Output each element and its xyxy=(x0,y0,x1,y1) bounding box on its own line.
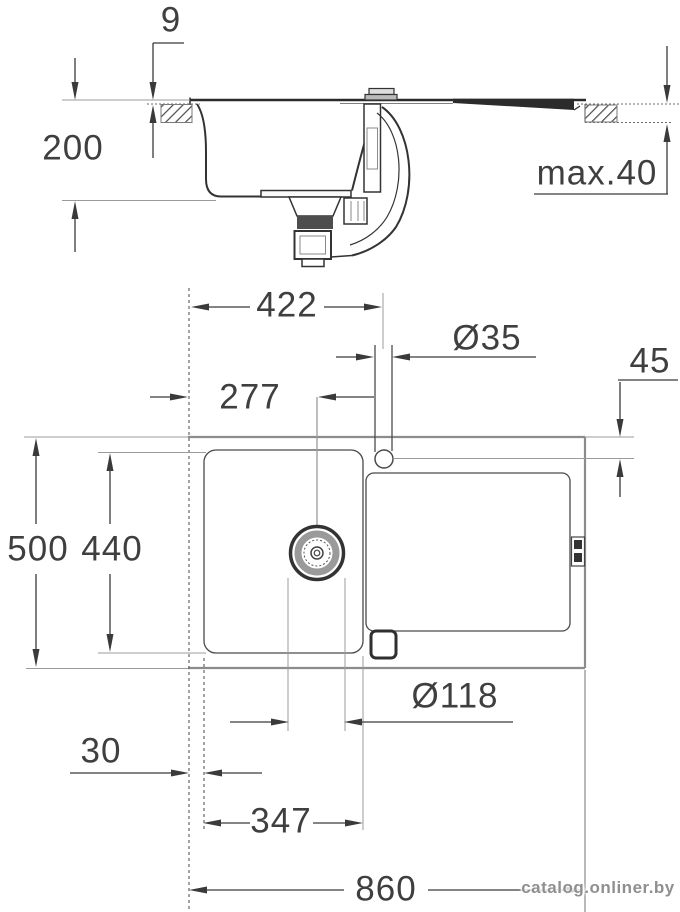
overflow-hose xyxy=(351,106,411,257)
dim-label-422: 422 xyxy=(256,285,318,325)
dim-label-o35: Ø35 xyxy=(452,318,522,358)
dim-422-lines xyxy=(191,303,382,311)
dim-label-max40: max.40 xyxy=(536,153,658,193)
dim-label-9: 9 xyxy=(160,0,182,40)
bowl-outline xyxy=(203,449,364,654)
dim-9-lines xyxy=(149,42,184,158)
countertop-section-left xyxy=(147,103,200,123)
dim-label-500: 500 xyxy=(7,529,69,569)
dim-277-lines xyxy=(150,393,374,401)
overflow-slot xyxy=(570,536,586,567)
strainer-basket xyxy=(297,216,333,229)
plan-view xyxy=(24,288,678,912)
extension-lines xyxy=(24,293,634,912)
dim-label-860: 860 xyxy=(355,869,417,909)
drain-flange xyxy=(260,189,352,198)
overflow-connector xyxy=(343,197,368,225)
countertop-section-right xyxy=(577,103,680,123)
dim-max40-lines xyxy=(534,46,671,195)
sink-section-profile xyxy=(189,97,586,198)
dim-label-200: 200 xyxy=(42,128,104,168)
drainboard-outline xyxy=(365,472,571,632)
drain-assembly-side xyxy=(287,87,411,268)
dim-860-lines xyxy=(189,886,584,894)
watermark: catalog.onliner.by xyxy=(521,878,675,897)
dim-200-lines xyxy=(62,58,216,252)
dim-347-lines xyxy=(203,819,363,827)
bowl-left-wall xyxy=(196,103,266,198)
dim-label-347: 347 xyxy=(250,801,312,841)
drain-strainer xyxy=(288,397,346,582)
dim-label-440: 440 xyxy=(81,529,143,569)
tap-hole xyxy=(374,345,394,469)
section-view xyxy=(62,42,680,268)
dim-label-45: 45 xyxy=(629,341,671,381)
dim-45-lines xyxy=(616,379,678,497)
dim-label-o118: Ø118 xyxy=(411,676,499,716)
dim-30-lines xyxy=(70,769,262,777)
overflow-cap xyxy=(368,87,395,96)
overflow-pipe xyxy=(363,103,382,193)
dim-500-lines xyxy=(32,438,40,667)
dim-label-277: 277 xyxy=(219,377,281,417)
dim-440-lines xyxy=(106,453,114,652)
drainboard-wedge xyxy=(453,98,574,110)
dim-o118-lines xyxy=(230,718,513,726)
dim-label-30: 30 xyxy=(80,731,122,771)
popup-knob xyxy=(369,629,398,660)
dim-o35-lines xyxy=(336,353,536,361)
